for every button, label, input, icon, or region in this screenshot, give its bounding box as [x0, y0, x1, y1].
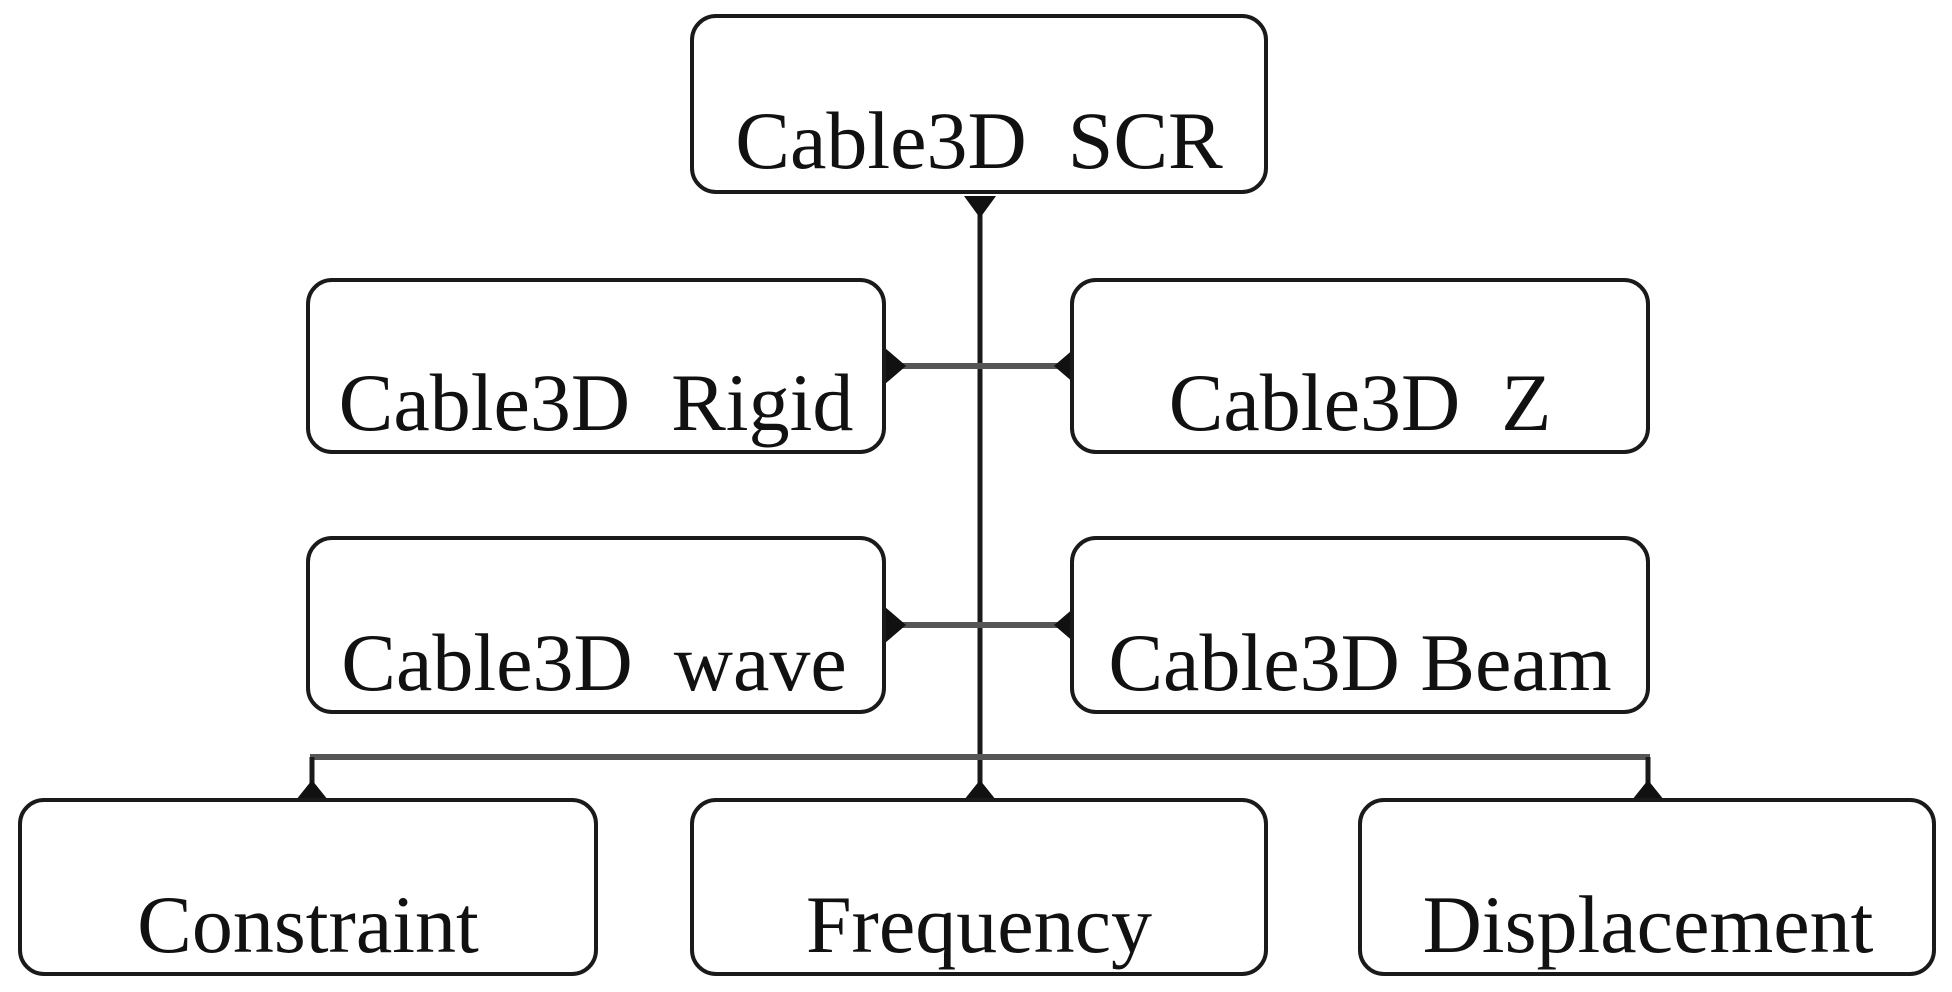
node-output-displacement-box — [1358, 798, 1936, 976]
node-row2-left: Cable3D wave — [306, 536, 886, 714]
output-left-anchor — [296, 780, 328, 800]
output-right-anchor — [1632, 780, 1664, 800]
node-row2-right-label: Cable3D Beam — [1108, 617, 1611, 708]
node-output-displacement: Displacement — [1358, 798, 1936, 976]
node-root: Cable3D SCR — [690, 14, 1268, 194]
node-row2-left-box — [306, 536, 886, 714]
output-center-anchor — [964, 780, 996, 800]
node-row1-right-box — [1070, 278, 1650, 454]
node-row2-right-box — [1070, 536, 1650, 714]
node-output-constraint-label: Constraint — [137, 879, 479, 970]
connectors — [309, 196, 1651, 798]
node-output-frequency-box — [690, 798, 1268, 976]
node-row1-right: Cable3D Z — [1070, 278, 1650, 454]
node-output-constraint-box — [18, 798, 598, 976]
node-root-box — [690, 14, 1268, 194]
node-row2-right: Cable3D Beam — [1070, 536, 1650, 714]
row2-left-anchor — [885, 607, 906, 643]
anchors — [296, 196, 1664, 800]
node-root-label: Cable3D SCR — [735, 95, 1223, 186]
node-row1-left-label: Cable3D Rigid — [339, 357, 854, 448]
node-output-constraint: Constraint — [18, 798, 598, 976]
node-output-frequency-label: Frequency — [806, 879, 1152, 970]
node-row2-left-label: Cable3D wave — [341, 617, 847, 708]
node-row1-left: Cable3D Rigid — [306, 278, 886, 454]
node-row1-right-label: Cable3D Z — [1169, 357, 1552, 448]
row2-right-anchor — [1054, 607, 1075, 643]
node-row1-left-box — [306, 278, 886, 454]
row1-right-anchor — [1054, 348, 1075, 384]
node-output-frequency: Frequency — [690, 798, 1268, 976]
row1-left-anchor — [885, 348, 906, 384]
node-output-displacement-label: Displacement — [1423, 879, 1874, 970]
root-anchor — [964, 196, 996, 218]
